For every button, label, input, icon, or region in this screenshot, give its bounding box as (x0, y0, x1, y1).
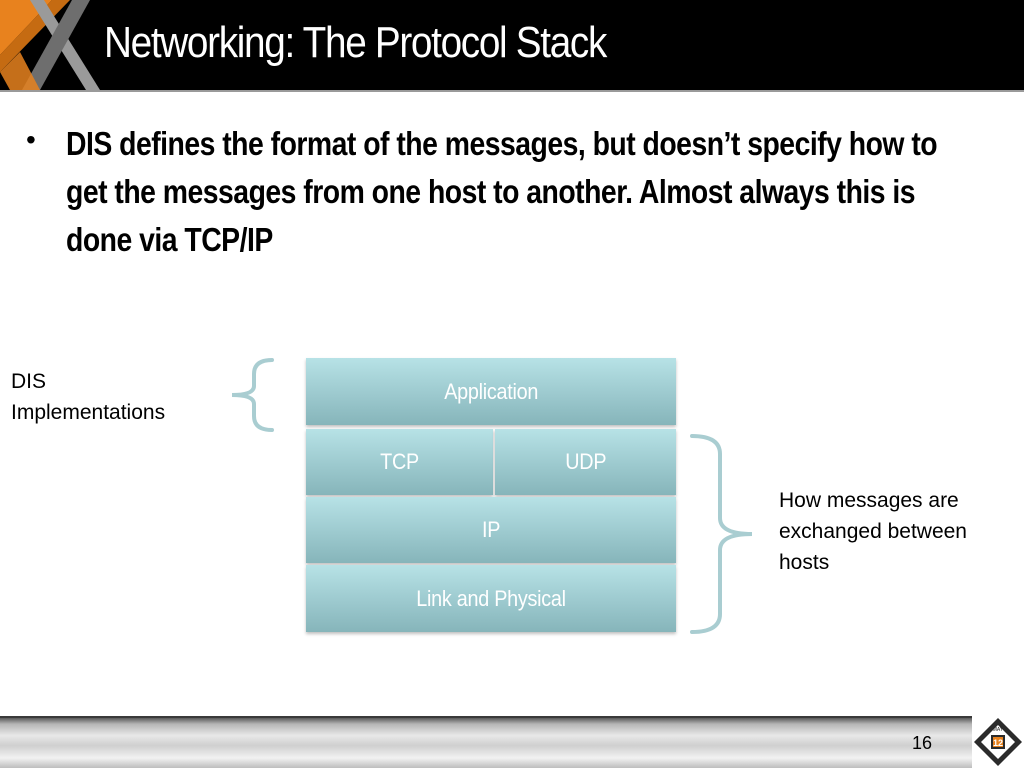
dis-implementations-label: DIS Implementations (11, 366, 211, 428)
layer-label: UDP (564, 449, 607, 474)
layer-label: TCP (380, 449, 419, 474)
logo-number: 12 (993, 738, 1003, 748)
ip-layer: IP (306, 497, 676, 563)
label-line: How messages are (779, 489, 959, 512)
udp-layer: UDP (495, 429, 676, 495)
bullet-text: DIS defines the format of the messages, … (66, 125, 938, 258)
label-line: exchanged between (779, 520, 967, 543)
layer-label: IP (481, 517, 501, 542)
layer-label: Link and Physical (416, 585, 566, 611)
application-layer: Application (306, 358, 676, 425)
title-bar: Networking: The Protocol Stack (0, 0, 1024, 92)
exchange-description-label: How messages are exchanged between hosts (779, 485, 1019, 578)
bullet-dot-icon: • (26, 124, 36, 155)
logo-graphic: 12 MAY (974, 718, 1022, 766)
label-line: Implementations (11, 401, 166, 424)
label-line: DIS (11, 370, 47, 393)
left-brace-icon (231, 358, 274, 432)
tcp-layer: TCP (306, 429, 493, 495)
page-number: 16 (912, 733, 933, 753)
logo-text: MAY (993, 727, 1004, 733)
footer-bar (0, 716, 972, 768)
link-physical-layer: Link and Physical (306, 565, 676, 632)
label-line: hosts (779, 551, 830, 574)
company-logo-icon: 12 MAY (972, 716, 1024, 768)
protocol-stack-diagram: Application TCP UDP IP Link and Physical (306, 358, 676, 632)
right-brace-icon (690, 434, 753, 634)
slide-title: Networking: The Protocol Stack (104, 18, 607, 67)
corner-stripes-graphic (0, 0, 100, 90)
layer-label: Application (444, 378, 538, 404)
